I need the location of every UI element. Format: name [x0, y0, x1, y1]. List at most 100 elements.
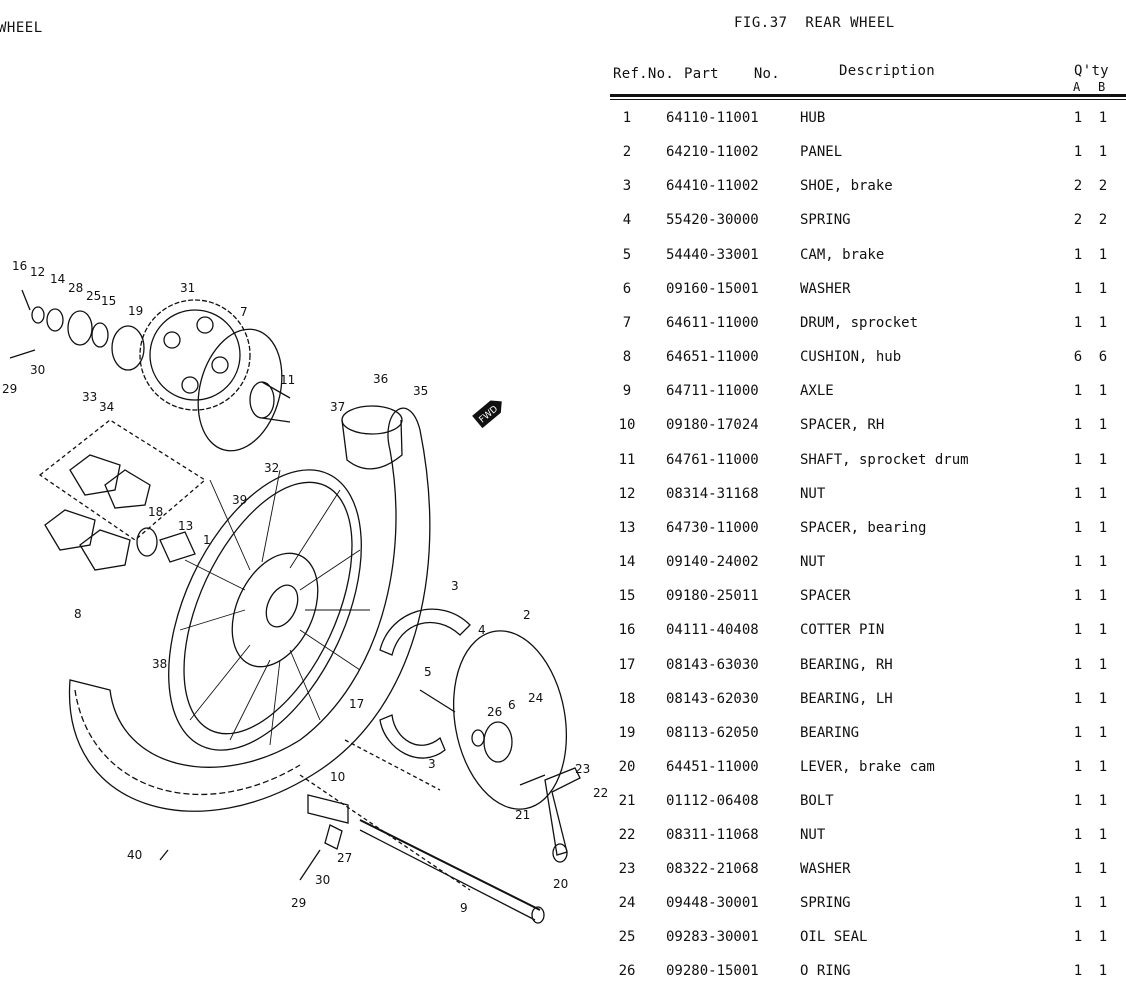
qty-b-cell: 1 [1098, 452, 1108, 468]
callout-39: 39 [232, 493, 247, 507]
sprocket-drum [197, 328, 283, 452]
qty-b-cell: 1 [1098, 281, 1108, 297]
callout-26: 26 [487, 705, 502, 719]
qty-a-cell: 1 [1073, 759, 1083, 775]
description-cell: LEVER, brake cam [800, 759, 935, 775]
qty-b-cell: 1 [1098, 588, 1108, 604]
ref-no-cell: 13 [618, 520, 636, 536]
part-no-cell: 09180-25011 [666, 588, 759, 604]
callout-11: 11 [280, 373, 295, 387]
callout-40: 40 [127, 848, 142, 862]
ref-no-cell: 9 [622, 383, 632, 399]
description-cell: CAM, brake [800, 247, 885, 263]
qty-a-cell: 1 [1073, 383, 1083, 399]
callout-30: 30 [30, 363, 45, 377]
ref-no-cell: 4 [622, 212, 632, 228]
callout-23: 23 [575, 762, 590, 776]
callout-14: 14 [50, 272, 65, 286]
part-no-cell: 08311-11068 [666, 827, 759, 843]
ref-no-cell: 20 [618, 759, 636, 775]
part-no-cell: 64451-11000 [666, 759, 759, 775]
description-cell: AXLE [800, 383, 834, 399]
description-cell: SHOE, brake [800, 178, 893, 194]
qty-b-cell: 1 [1098, 315, 1108, 331]
part-no-cell: 64730-11000 [666, 520, 759, 536]
part-no-cell: 08143-63030 [666, 657, 759, 673]
callout-27: 27 [337, 851, 352, 865]
qty-a-cell: 1 [1073, 281, 1083, 297]
part-no-cell: 54440-33001 [666, 247, 759, 263]
header-qty: Q'ty [1074, 63, 1109, 79]
ref-no-cell: 3 [622, 178, 632, 194]
qty-a-cell: 1 [1073, 691, 1083, 707]
description-cell: PANEL [800, 144, 843, 160]
qty-a-cell: 1 [1073, 725, 1083, 741]
part-no-cell: 09180-17024 [666, 417, 759, 433]
qty-b-cell: 2 [1098, 212, 1108, 228]
callout-31: 31 [180, 281, 195, 295]
part-no-cell: 09160-15001 [666, 281, 759, 297]
part-no-cell: 08143-62030 [666, 691, 759, 707]
qty-a-cell: 1 [1073, 793, 1083, 809]
part-no-cell: 64761-11000 [666, 452, 759, 468]
description-cell: NUT [800, 486, 826, 502]
callout-8: 8 [74, 607, 82, 621]
callout-37: 37 [330, 400, 345, 414]
qty-b-cell: 1 [1098, 247, 1108, 263]
qty-b-cell: 1 [1098, 895, 1108, 911]
ref-no-cell: 14 [618, 554, 636, 570]
qty-b-cell: 1 [1098, 383, 1108, 399]
figure-title: FIG.37 REAR WHEEL [734, 15, 895, 31]
description-cell: BEARING, RH [800, 657, 893, 673]
description-cell: SPACER, RH [800, 417, 885, 433]
description-cell: SPACER, bearing [800, 520, 927, 536]
callout-32: 32 [264, 461, 279, 475]
qty-a-cell: 1 [1073, 963, 1083, 979]
part-no-cell: 64110-11001 [666, 110, 759, 126]
callout-24: 24 [528, 691, 543, 705]
callout-18: 18 [148, 505, 163, 519]
qty-b-cell: 1 [1098, 622, 1108, 638]
callout-20: 20 [553, 877, 568, 891]
description-cell: COTTER PIN [800, 622, 885, 638]
header-qty-a: A [1073, 80, 1081, 94]
ref-no-cell: 21 [618, 793, 636, 809]
qty-b-cell: 1 [1098, 657, 1108, 673]
callout-29: 29 [2, 382, 17, 396]
description-cell: WASHER [800, 281, 851, 297]
tire-outline [68, 407, 431, 812]
page-corner-title: WHEEL [0, 20, 43, 36]
ref-no-cell: 7 [622, 315, 632, 331]
forward-arrow: FWD [472, 400, 502, 429]
callout-10: 10 [330, 770, 345, 784]
part-no-cell: 09140-24002 [666, 554, 759, 570]
callout-36: 36 [373, 372, 388, 386]
qty-a-cell: 1 [1073, 520, 1083, 536]
ref-no-cell: 17 [618, 657, 636, 673]
spokes [179, 469, 370, 746]
callout-29: 29 [291, 896, 306, 910]
callout-9: 9 [460, 901, 468, 915]
qty-a-cell: 1 [1073, 827, 1083, 843]
callout-35: 35 [413, 384, 428, 398]
callout-16: 16 [12, 259, 27, 273]
dust-cover [341, 405, 403, 435]
callout-28: 28 [68, 281, 83, 295]
callout-38: 38 [152, 657, 167, 671]
qty-b-cell: 6 [1098, 349, 1108, 365]
qty-b-cell: 1 [1098, 520, 1108, 536]
callout-34: 34 [99, 400, 114, 414]
part-no-cell: 64711-11000 [666, 383, 759, 399]
callout-6: 6 [508, 698, 516, 712]
qty-b-cell: 1 [1098, 144, 1108, 160]
